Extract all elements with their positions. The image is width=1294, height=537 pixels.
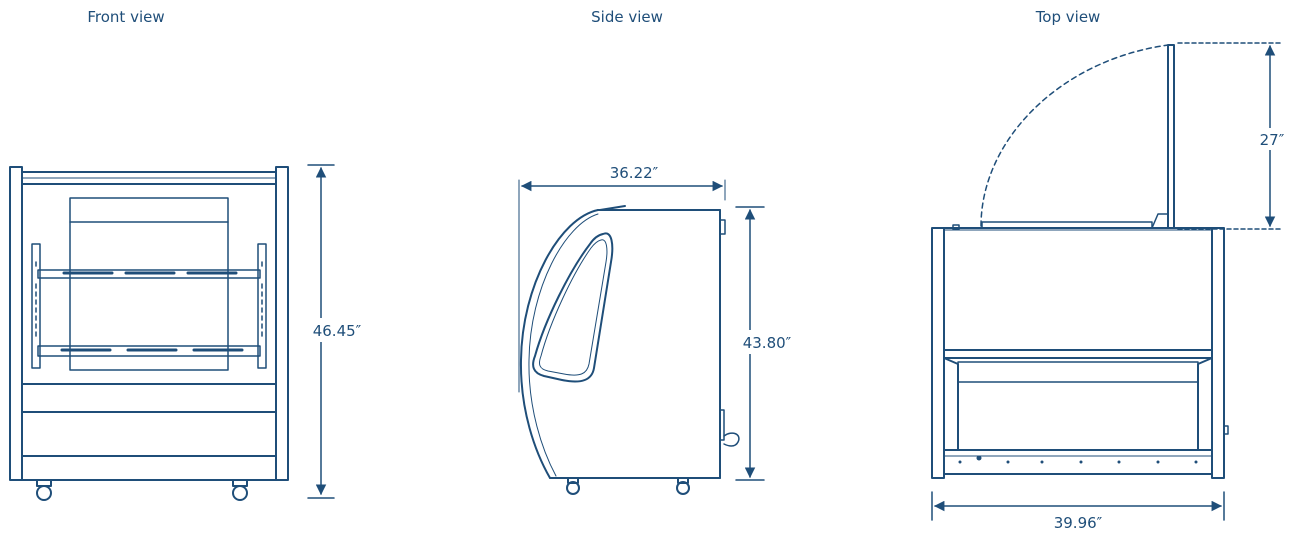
front-view-shelf-holes bbox=[35, 261, 263, 337]
side-view-depth-dimension bbox=[518, 179, 726, 393]
top-lid-label: 27″ bbox=[1260, 131, 1285, 149]
front-view-cabinet bbox=[9, 166, 289, 481]
front-height-label: 46.45″ bbox=[313, 322, 362, 340]
side-depth-label: 36.22″ bbox=[610, 164, 659, 182]
front-view-casters bbox=[36, 479, 248, 501]
front-view: Front view bbox=[9, 8, 368, 501]
top-view-title: Top view bbox=[1035, 8, 1101, 26]
top-view-width-dimension bbox=[931, 491, 1225, 521]
front-view-title: Front view bbox=[87, 8, 164, 26]
front-height-label-bg bbox=[306, 318, 368, 342]
top-view-cabinet bbox=[931, 44, 1229, 479]
side-view-title: Side view bbox=[591, 8, 663, 26]
top-lid-label-bg bbox=[1254, 128, 1290, 150]
side-view-cabinet bbox=[519, 205, 740, 479]
top-view: Top view bbox=[931, 8, 1290, 532]
side-height-label-bg bbox=[735, 330, 801, 354]
side-height-label: 43.80″ bbox=[743, 334, 792, 352]
side-view: Side view bbox=[518, 8, 801, 495]
side-view-casters bbox=[566, 477, 690, 495]
top-width-label: 39.96″ bbox=[1054, 514, 1103, 532]
top-view-tray-rivets bbox=[958, 455, 1198, 464]
